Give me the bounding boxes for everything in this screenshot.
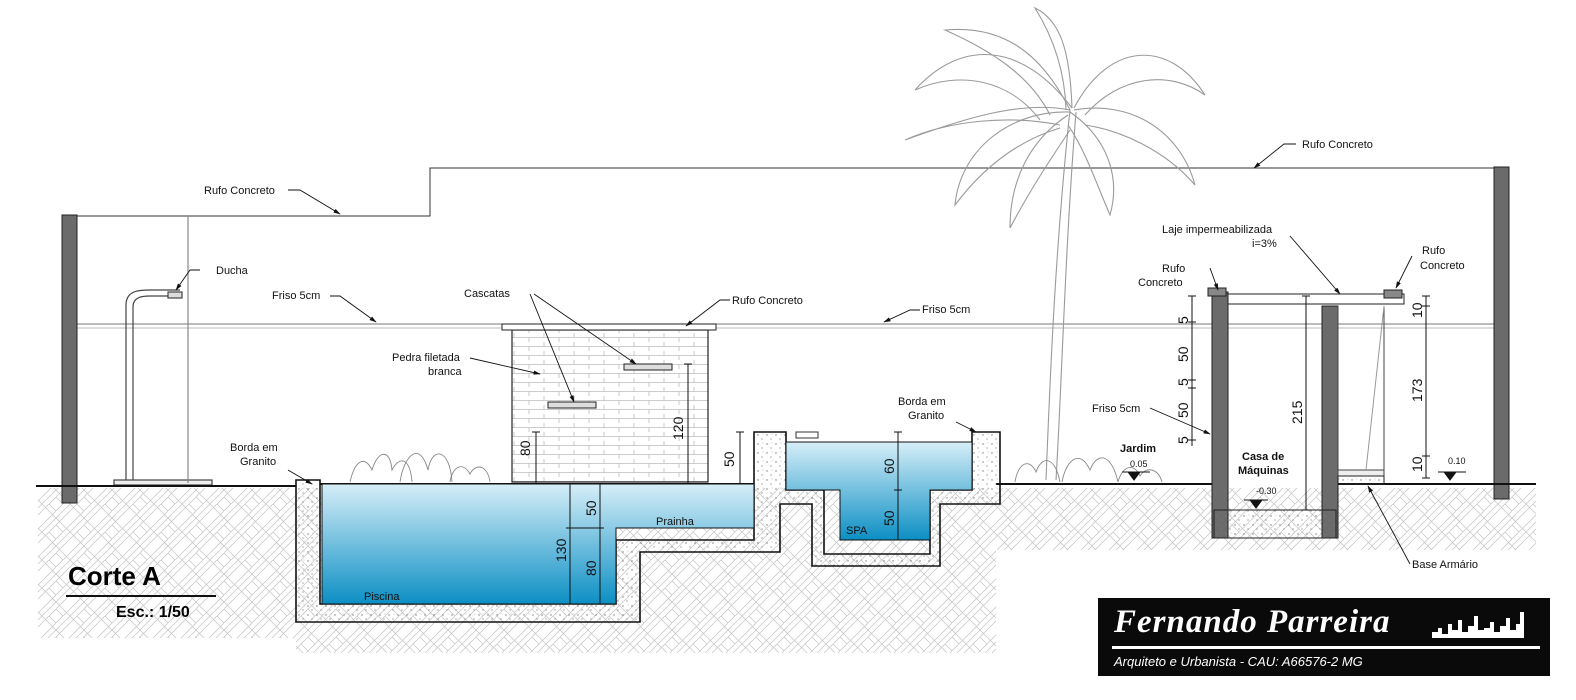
dim-house-50b: 50 [1175,402,1191,418]
shrubs [349,453,1163,483]
dim-prainha-50: 50 [583,500,599,516]
label-ducha: Ducha [216,265,249,277]
label-pedra-1: Pedra filetada [392,352,461,364]
label-rufo-house-left-2: Concreto [1138,277,1183,289]
skyline-icon [1432,612,1524,638]
label-prainha: Prainha [656,516,695,528]
label-pedra-2: branca [428,366,463,378]
pool-structure [295,431,1001,623]
dim-house-10b: 10 [1409,456,1425,472]
label-laje-2: i=3% [1252,238,1277,250]
label-friso-mid: Friso 5cm [922,304,970,316]
label-piscina: Piscina [364,591,400,603]
palm-tree [904,6,1206,481]
dim-house-5a: 5 [1175,316,1191,324]
label-friso-house: Friso 5cm [1092,403,1140,415]
label-rufo-house-left-1: Rufo [1162,263,1185,275]
dim-spa-60: 60 [881,458,897,474]
label-cascatas: Cascatas [464,288,510,300]
cascade-wall [501,323,717,483]
drawing-title: Corte A [68,561,161,591]
dim-cascata-80: 80 [517,440,533,456]
dim-house-5b: 5 [1175,378,1191,386]
label-friso-left: Friso 5cm [272,290,320,302]
dim-house-10a: 10 [1409,302,1425,318]
label-right-level: 0.10 [1448,456,1466,466]
dim-cascata-120: 120 [670,416,686,440]
label-laje-1: Laje impermeabilizada [1162,224,1273,236]
dim-house-5c: 5 [1175,436,1191,444]
spa-water [785,441,973,541]
back-wall [76,167,1500,329]
leader-lines [175,143,1413,565]
label-borda-left-2: Granito [240,456,276,468]
title-underline [66,595,216,597]
label-borda-left-1: Borda em [230,442,278,454]
label-spa: SPA [846,525,868,537]
label-rufo-mid: Rufo Concreto [732,295,803,307]
label-casa-2: Máquinas [1238,465,1289,477]
level-markers [1122,471,1466,509]
label-borda-right-2: Granito [908,410,944,422]
dim-wall-50: 50 [721,451,737,467]
label-rufo-house-right-1: Rufo [1422,245,1445,257]
dim-pool-130: 130 [553,538,569,562]
machine-house [1207,287,1405,539]
label-rufo-house-right-2: Concreto [1420,260,1465,272]
title-block-rule [1112,646,1540,649]
dim-house-215: 215 [1289,400,1305,424]
label-jardim: Jardim [1120,443,1156,455]
label-casa-level: -0.30 [1256,486,1277,496]
label-rufo-left: Rufo Concreto [204,185,275,197]
label-jardim-level: 0.05 [1130,459,1148,469]
right-post [1493,166,1510,500]
shower [113,216,213,486]
label-casa-1: Casa de [1242,451,1284,463]
dim-house-50a: 50 [1175,346,1191,362]
left-post [61,214,78,504]
label-base-armario: Base Armário [1412,559,1478,571]
pool-water [321,483,755,605]
title-block: Fernando Parreira Arquiteto e Urbanista … [1098,598,1550,676]
dim-spa-50: 50 [881,510,897,526]
architect-name: Fernando Parreira [1114,604,1391,640]
dim-pool-80: 80 [583,560,599,576]
label-rufo-top-right: Rufo Concreto [1302,139,1373,151]
architect-credentials: Arquiteto e Urbanista - CAU: A66576-2 MG [1114,654,1363,669]
dimension-lines [532,295,1430,605]
dim-house-173: 173 [1409,378,1425,402]
drawing-scale: Esc.: 1/50 [116,604,190,621]
label-borda-right-1: Borda em [898,396,946,408]
